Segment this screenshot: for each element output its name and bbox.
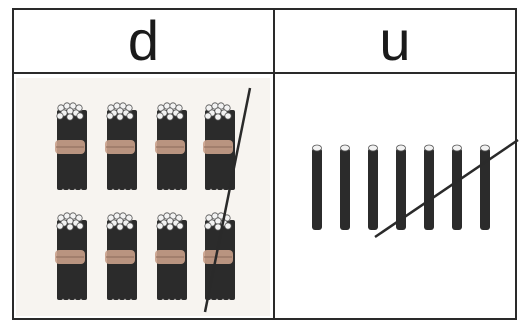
- bundle-of-ten: [203, 213, 235, 300]
- bundle-of-ten: [105, 213, 137, 300]
- unit-stick: [312, 145, 322, 230]
- bundle-of-ten: [155, 103, 187, 190]
- bundle-of-ten: [155, 213, 187, 300]
- tens-bundles: [55, 103, 235, 300]
- unit-sticks: [312, 145, 490, 230]
- bundle-of-ten: [55, 103, 87, 190]
- unit-stick: [452, 145, 462, 230]
- unit-stick: [368, 145, 378, 230]
- unit-stick: [424, 145, 434, 230]
- unit-stick: [340, 145, 350, 230]
- unit-stick: [480, 145, 490, 230]
- bundle-of-ten: [55, 213, 87, 300]
- bundle-of-ten: [203, 103, 235, 190]
- bundle-of-ten: [105, 103, 137, 190]
